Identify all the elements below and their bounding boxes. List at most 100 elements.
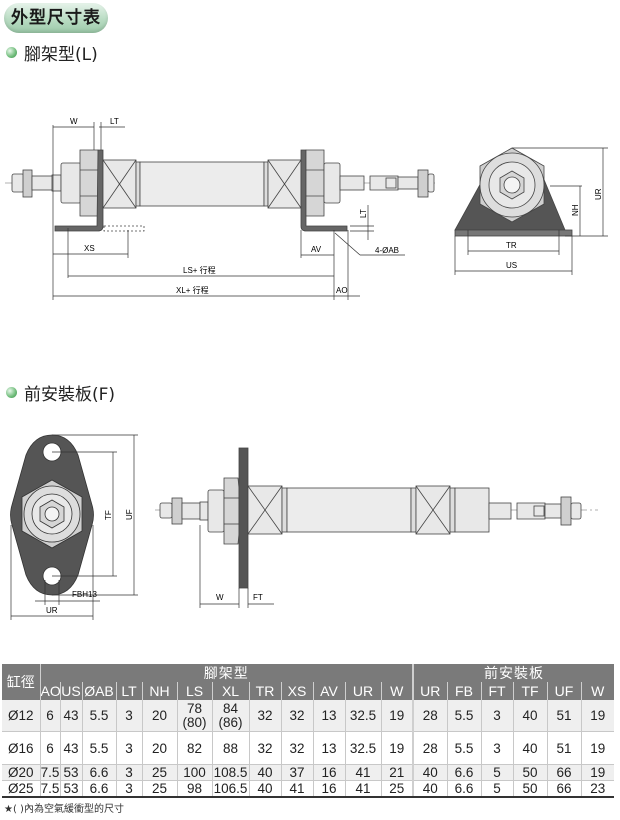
bore-cell: Ø25: [2, 780, 40, 798]
column-header: XL: [211, 682, 249, 700]
column-header: UF: [546, 682, 581, 700]
table-cell: 13: [312, 731, 345, 765]
table-cell: 3: [480, 731, 513, 765]
dim-label-fbh: FBH13: [72, 590, 97, 599]
group-header-flange: 前安裝板: [411, 664, 615, 682]
table-cell: 7.5: [39, 780, 60, 798]
table-cell: 32.5: [344, 700, 381, 732]
table-cell: 40: [512, 700, 547, 732]
table-cell: 25: [141, 764, 177, 781]
section-heading-foot-mount: 腳架型(L): [6, 40, 98, 65]
table-cell: 32: [280, 731, 313, 765]
table-cell: 100: [176, 764, 212, 781]
dim-label-ft: FT: [253, 593, 263, 602]
table-cell: 84 (86): [211, 700, 249, 732]
table-cell: 40: [412, 764, 447, 781]
column-header: TF: [512, 682, 547, 700]
table-cell: 50: [512, 764, 547, 781]
table-cell: 20: [141, 700, 177, 732]
table-cell: 53: [59, 780, 82, 798]
table-cell: 40: [512, 731, 547, 765]
bore-header: 缸徑: [2, 664, 40, 700]
dim-label-uf: UF: [125, 509, 134, 520]
column-header: XS: [280, 682, 313, 700]
table-cell: 51: [546, 700, 581, 732]
table-cell: 40: [248, 780, 281, 798]
dim-label-tf: TF: [104, 510, 113, 520]
table-cell: 82: [176, 731, 212, 765]
table-cell: 53: [59, 764, 82, 781]
table-cell: 3: [115, 731, 142, 765]
section-label: 前安裝板(F): [24, 385, 116, 405]
column-header: W: [580, 682, 615, 700]
bore-cell: Ø16: [2, 731, 40, 765]
table-cell: 6: [39, 731, 60, 765]
footnote: ★( )內為空氣緩衝型的尺寸: [4, 804, 124, 815]
bore-cell: Ø12: [2, 700, 40, 732]
table-cell: 19: [580, 700, 615, 732]
column-header: FB: [446, 682, 481, 700]
dim-label-us: US: [506, 261, 517, 270]
table-cell: 6.6: [446, 780, 481, 798]
table-cell: 5.5: [81, 700, 116, 732]
table-cell: 3: [480, 700, 513, 732]
table-cell: 37: [280, 764, 313, 781]
section-label: 腳架型(L): [24, 45, 98, 65]
table-cell: 40: [412, 780, 447, 798]
dim-label-ur-f: UR: [46, 606, 58, 615]
dim-label-ab: 4-ØAB: [375, 246, 399, 255]
table-cell: 19: [380, 731, 413, 765]
table-cell: 108.5: [211, 764, 249, 781]
dim-label-ls: LS+ 行程: [183, 265, 216, 275]
table-cell: 23: [580, 780, 615, 798]
dim-label-lt2: LT: [359, 209, 368, 218]
table-cell: 40: [248, 764, 281, 781]
table-cell: 28: [412, 700, 447, 732]
table-cell: 13: [312, 700, 345, 732]
table-cell: 32: [248, 731, 281, 765]
column-header: ØAB: [81, 682, 116, 700]
table-cell: 78 (80): [176, 700, 212, 732]
dim-label-nh: NH: [571, 204, 580, 216]
column-header: AV: [312, 682, 345, 700]
table-cell: 41: [344, 764, 381, 781]
table-cell: 32: [280, 700, 313, 732]
table-cell: 5: [480, 764, 513, 781]
table-cell: 43: [59, 700, 82, 732]
dim-label-tr: TR: [506, 241, 517, 250]
table-cell: 41: [280, 780, 313, 798]
dim-label-xl: XL+ 行程: [176, 285, 209, 295]
foot-mount-end-drawing: TR US NH UR: [454, 147, 608, 275]
table-cell: 21: [380, 764, 413, 781]
table-cell: 66: [546, 780, 581, 798]
dim-label-xs: XS: [84, 244, 95, 253]
bullet-icon: [6, 387, 17, 398]
bore-cell: Ø20: [2, 764, 40, 781]
table-cell: 6.6: [446, 764, 481, 781]
dim-label-w-f: W: [216, 593, 224, 602]
dim-label-ur: UR: [594, 188, 603, 200]
table-cell: 6.6: [81, 764, 116, 781]
table-cell: 3: [115, 700, 142, 732]
column-header: FT: [480, 682, 513, 700]
table-cell: 88: [211, 731, 249, 765]
table-cell: 19: [580, 764, 615, 781]
foot-mount-side-drawing: W LT XS LS+ 行程 XL+ 行程 AO AV 4-ØAB LT: [5, 117, 435, 300]
table-cell: 5.5: [446, 700, 481, 732]
table-cell: 32: [248, 700, 281, 732]
column-header: NH: [141, 682, 177, 700]
column-header: W: [380, 682, 413, 700]
table-cell: 16: [312, 780, 345, 798]
table-cell: 19: [380, 700, 413, 732]
table-cell: 25: [380, 780, 413, 798]
table-cell: 20: [141, 731, 177, 765]
dim-label-lt: LT: [110, 117, 119, 126]
dim-label-av: AV: [311, 245, 322, 254]
table-cell: 32.5: [344, 731, 381, 765]
dim-label-w: W: [70, 117, 78, 126]
table-cell: 19: [580, 731, 615, 765]
front-flange-end-drawing: TF UF FBH13 UR: [10, 434, 138, 620]
